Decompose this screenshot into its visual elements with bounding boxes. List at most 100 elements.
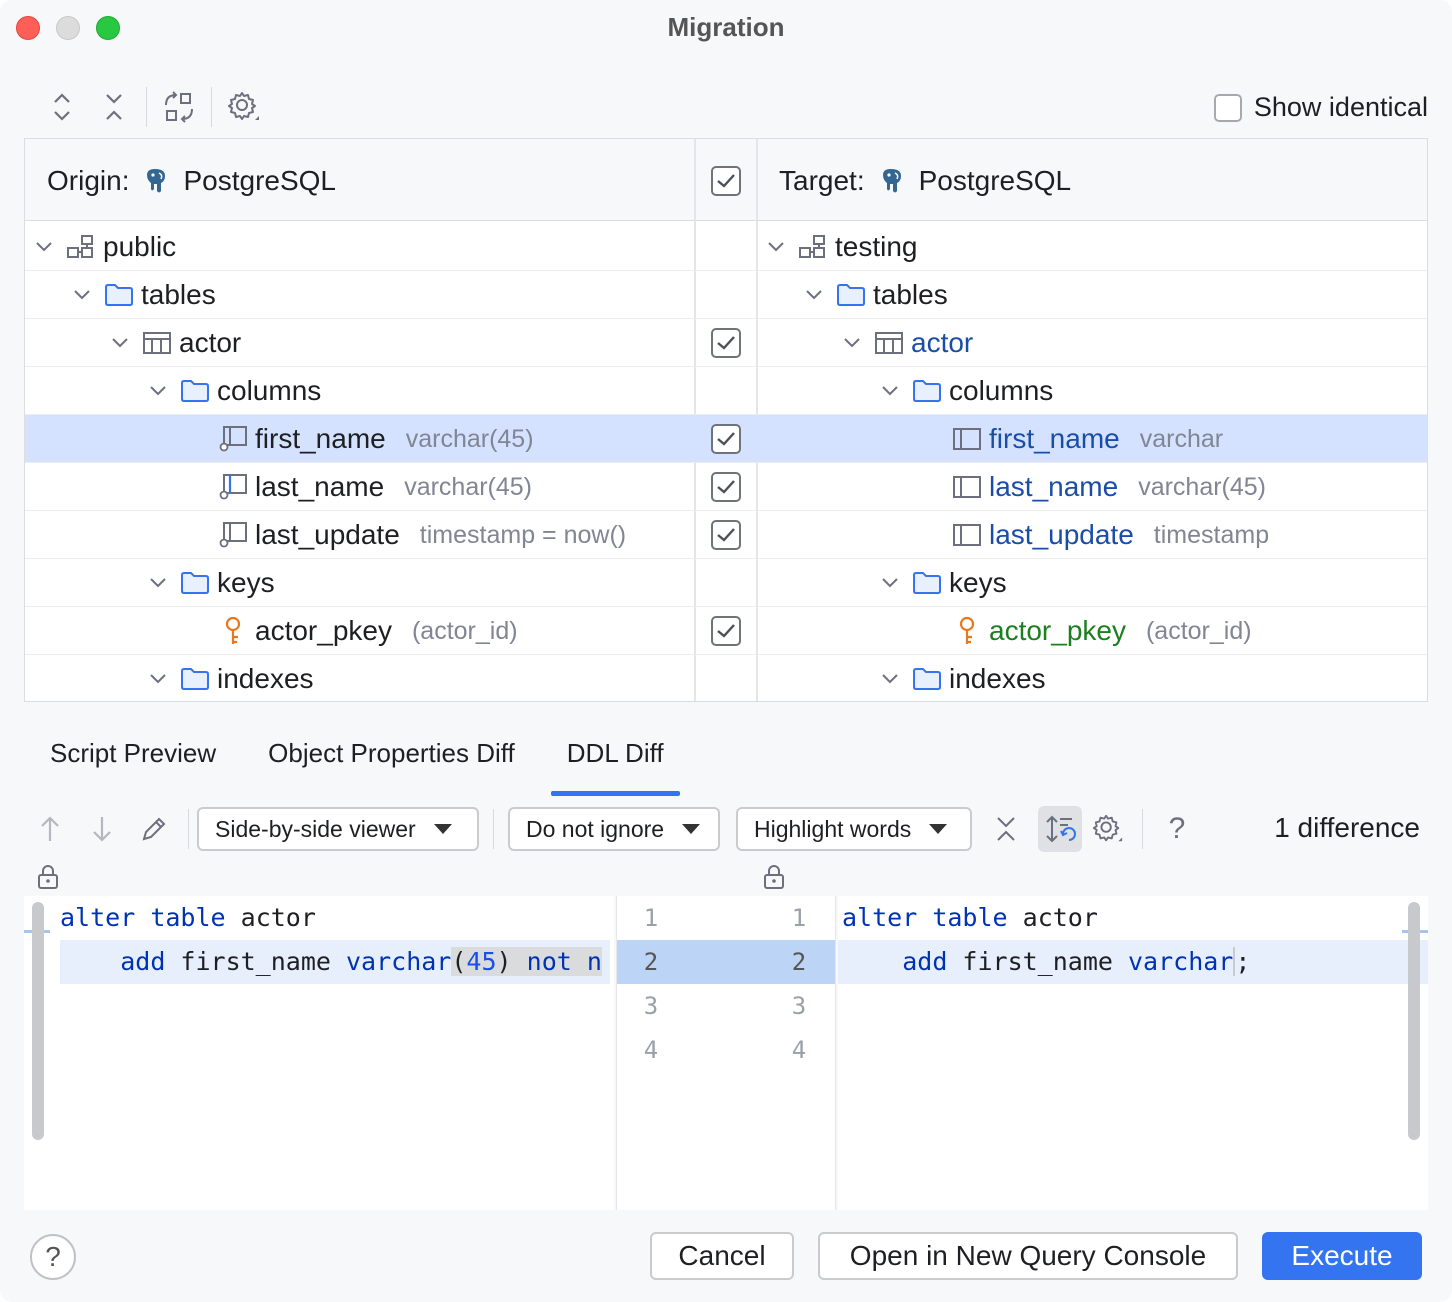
chevron-down-icon[interactable] <box>875 568 905 598</box>
edit-icon[interactable] <box>128 806 180 852</box>
help-icon[interactable]: ? <box>1168 812 1186 845</box>
select-all-checkbox[interactable] <box>711 166 741 196</box>
tree-row-column-last-name[interactable]: last_name varchar(45) last_name varchar(… <box>25 463 1427 511</box>
chevron-down-icon[interactable] <box>143 376 173 406</box>
left-diff-editor[interactable]: alter table actor add first_name varchar… <box>24 896 614 1210</box>
node-type: timestamp = now() <box>419 520 627 549</box>
show-identical-checkbox[interactable]: Show identical <box>1213 92 1428 123</box>
toolbar-separator <box>493 809 494 849</box>
sync-scroll-icon[interactable] <box>1038 806 1082 852</box>
close-window-button[interactable] <box>16 16 40 40</box>
tree-row-schema[interactable]: public testing <box>25 223 1427 271</box>
chevron-down-icon[interactable] <box>837 328 867 358</box>
tab-ddl-diff[interactable]: DDL Diff <box>541 720 690 796</box>
code-line-changed: add first_name varchar; <box>838 940 1428 984</box>
tree-row-column-last-update[interactable]: last_update timestamp = now() last_updat… <box>25 511 1427 559</box>
tab-script-preview[interactable]: Script Preview <box>50 738 217 768</box>
collapse-unchanged-icon[interactable] <box>980 806 1032 852</box>
target-db-name: PostgreSQL <box>918 165 1072 196</box>
tree-row-key-actor-pkey[interactable]: actor_pkey (actor_id) actor_pkey (actor_… <box>25 607 1427 655</box>
tree-row-table-actor[interactable]: actor actor <box>25 319 1427 367</box>
next-difference-icon[interactable] <box>76 806 128 852</box>
tree-row-columns[interactable]: columns columns <box>25 367 1427 415</box>
node-label: keys <box>949 567 1007 598</box>
chevron-down-icon[interactable] <box>143 664 173 694</box>
chevron-down-icon[interactable] <box>105 328 135 358</box>
folder-icon <box>179 663 211 695</box>
right-diff-editor[interactable]: alter table actor add first_name varchar… <box>838 896 1428 1210</box>
row-checkbox[interactable] <box>711 520 741 550</box>
tree-row-keys[interactable]: keys keys <box>25 559 1427 607</box>
schema-icon <box>65 231 97 263</box>
node-label: indexes <box>949 663 1046 694</box>
key-icon <box>217 615 249 647</box>
tree-row-tables[interactable]: tables tables <box>25 271 1427 319</box>
execute-button[interactable]: Execute <box>1262 1232 1422 1280</box>
highlight-mode-select[interactable]: Highlight words <box>736 807 972 851</box>
column-icon <box>951 519 983 551</box>
postgresql-icon <box>143 167 169 195</box>
tree-row-column-first-name[interactable]: first_name varchar(45) first_name varcha… <box>25 415 1427 463</box>
origin-db-name: PostgreSQL <box>183 165 336 196</box>
origin-node: last_name varchar(45) <box>217 463 532 511</box>
folder-icon <box>179 375 211 407</box>
tree-row-indexes[interactable]: indexes indexes <box>25 655 1427 701</box>
show-identical-box[interactable] <box>1213 93 1242 122</box>
table-icon <box>141 327 173 359</box>
chevron-down-icon[interactable] <box>67 280 97 310</box>
folder-icon <box>911 663 943 695</box>
node-label: indexes <box>217 663 314 694</box>
preview-tabs: Script Preview Object Properties Diff DD… <box>24 720 690 796</box>
target-node: tables <box>799 271 948 319</box>
target-node: first_name varchar <box>951 415 1223 463</box>
node-label: last_update <box>255 519 400 550</box>
row-checkbox[interactable] <box>711 472 741 502</box>
cancel-button[interactable]: Cancel <box>650 1232 794 1280</box>
left-scrollbar[interactable] <box>32 902 44 1140</box>
code-line: alter table actor <box>60 903 316 932</box>
chevron-down-icon[interactable] <box>875 376 905 406</box>
settings-icon[interactable] <box>1082 806 1134 852</box>
settings-icon[interactable] <box>218 84 270 130</box>
toolbar-separator <box>146 87 147 127</box>
help-button[interactable]: ? <box>30 1234 76 1280</box>
minimize-window-button[interactable] <box>56 16 80 40</box>
window-title: Migration <box>667 12 785 42</box>
tree-header: Origin: PostgreSQL Target: PostgreSQL <box>25 139 1427 221</box>
origin-node: keys <box>143 559 275 607</box>
dropdown-arrow-icon <box>929 824 948 834</box>
chevron-down-icon[interactable] <box>143 568 173 598</box>
ignore-whitespace-select[interactable]: Do not ignore <box>508 807 720 851</box>
swap-icon[interactable] <box>153 84 205 130</box>
target-node: last_name varchar(45) <box>951 463 1266 511</box>
collapse-all-icon[interactable] <box>88 84 140 130</box>
dropdown-arrow-icon <box>433 824 452 834</box>
column-icon <box>217 423 249 455</box>
zoom-window-button[interactable] <box>96 16 120 40</box>
chevron-down-icon[interactable] <box>761 232 791 262</box>
lock-icon[interactable] <box>762 864 786 890</box>
target-node: actor <box>837 319 973 367</box>
expand-all-icon[interactable] <box>36 84 88 130</box>
chevron-down-icon[interactable] <box>799 280 829 310</box>
node-label: actor_pkey <box>989 615 1126 646</box>
open-in-query-console-button[interactable]: Open in New Query Console <box>818 1232 1238 1280</box>
previous-difference-icon[interactable] <box>24 806 76 852</box>
row-checkbox[interactable] <box>711 616 741 646</box>
chevron-down-icon[interactable] <box>29 232 59 262</box>
origin-node: first_name varchar(45) <box>217 415 534 463</box>
key-icon <box>951 615 983 647</box>
dropdown-arrow-icon <box>682 824 701 834</box>
row-checkbox[interactable] <box>711 328 741 358</box>
viewer-select[interactable]: Side-by-side viewer <box>197 807 479 851</box>
toolbar-separator <box>1142 809 1143 849</box>
origin-node: last_update timestamp = now() <box>217 511 626 559</box>
row-checkbox[interactable] <box>711 424 741 454</box>
left-line-number: 3 <box>643 992 659 1020</box>
table-icon <box>873 327 905 359</box>
chevron-down-icon[interactable] <box>875 664 905 694</box>
node-type: varchar(45) <box>405 424 534 453</box>
tab-object-properties-diff[interactable]: Object Properties Diff <box>268 738 515 768</box>
right-scrollbar[interactable] <box>1408 902 1420 1140</box>
lock-icon[interactable] <box>36 864 60 890</box>
